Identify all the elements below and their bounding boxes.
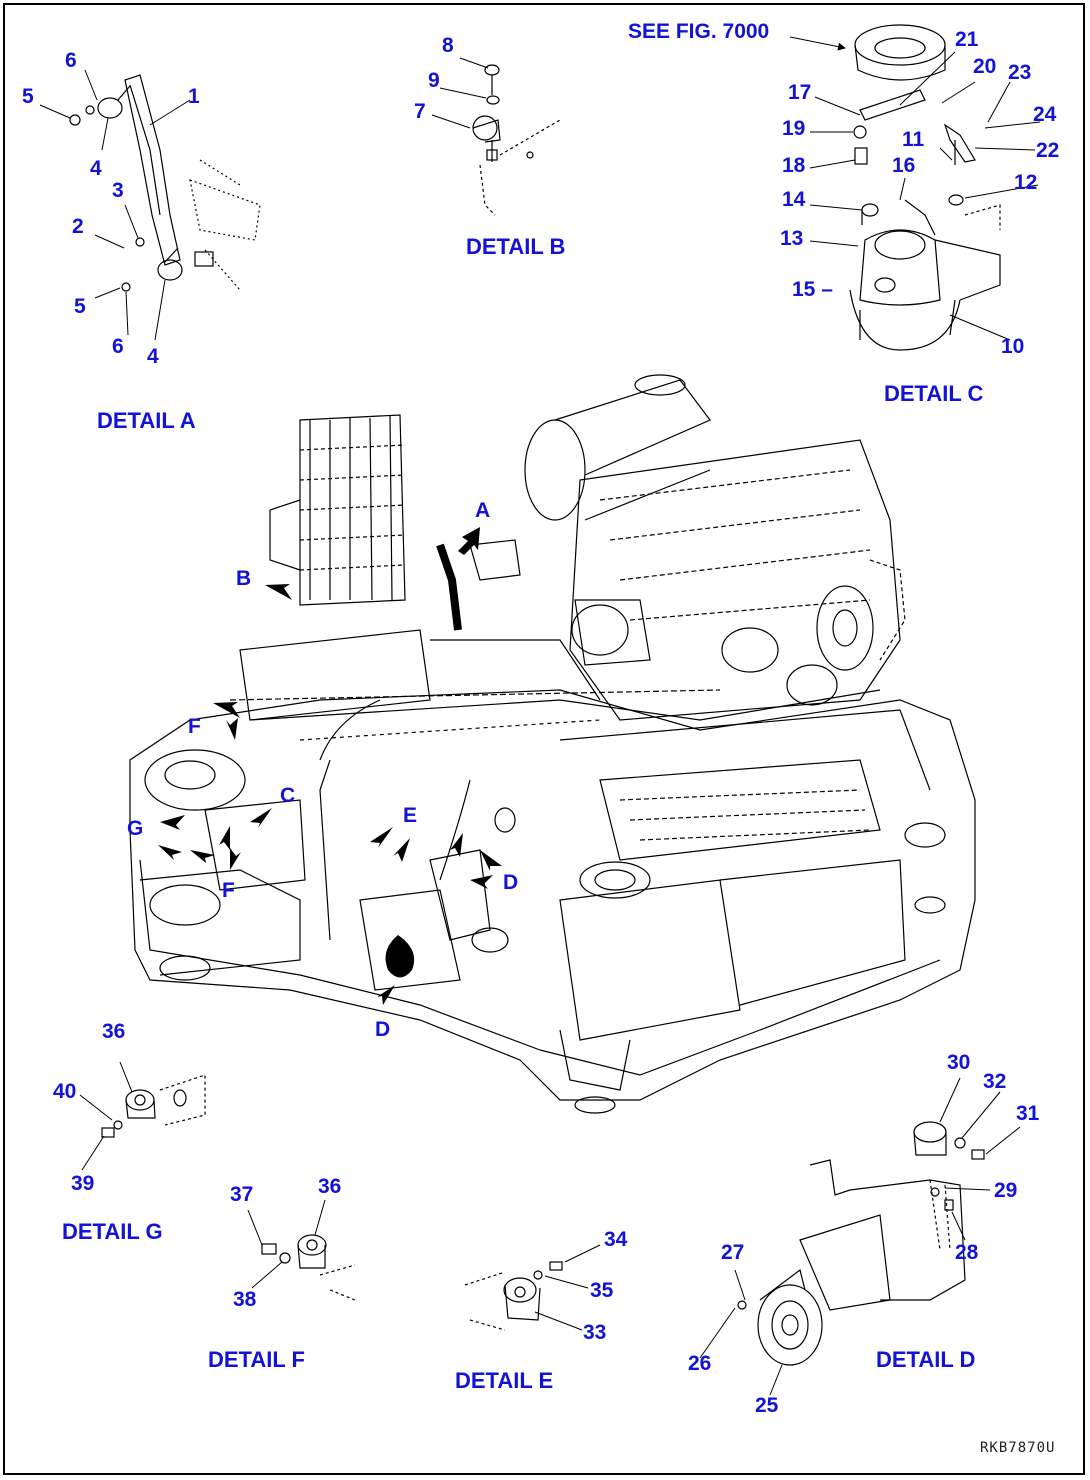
detail-e-drawing [464,1261,563,1331]
callout-b: B [236,567,252,590]
part-9: 9 [428,69,440,92]
part-20: 20 [973,55,997,78]
detail-f-title: DETAIL F [208,1347,305,1372]
part-4-bottom: 4 [147,345,159,368]
part-7: 7 [414,100,426,123]
drawing-frame [3,3,1085,1475]
part-14: 14 [782,188,806,211]
detail-e-title: DETAIL E [455,1368,554,1393]
part-30: 30 [947,1051,971,1074]
part-3: 3 [112,179,124,202]
part-13: 13 [780,227,804,250]
part-12: 12 [1014,171,1038,194]
part-16: 16 [892,154,916,177]
part-19: 19 [782,117,806,140]
part-6-bottom: 6 [112,335,124,358]
part-22: 22 [1036,139,1060,162]
part-6-top: 6 [65,49,77,72]
detail-g-title: DETAIL G [62,1219,163,1244]
part-5-top: 5 [22,85,34,108]
part-11: 11 [902,128,925,151]
part-24: 24 [1033,103,1057,126]
detail-f-drawing [261,1234,356,1301]
part-37: 37 [230,1183,254,1206]
part-36-f: 36 [318,1175,342,1198]
callout-arrows [158,527,502,1005]
drawing-code: RKB7870U [980,1440,1056,1456]
callout-f-upper: F [188,715,201,738]
detail-d-drawing [737,1121,985,1366]
part-33: 33 [583,1321,607,1344]
part-38: 38 [233,1288,257,1311]
leader-lines [39,36,1041,1396]
part-5-bottom: 5 [74,295,86,318]
part-26: 26 [688,1352,712,1375]
part-23: 23 [1008,61,1032,84]
see-fig-reference: SEE FIG. 7000 [628,20,770,43]
part-35: 35 [590,1279,614,1302]
part-21: 21 [955,28,979,51]
part-36-g: 36 [102,1020,126,1043]
part-15: 15 – [792,278,833,301]
part-39: 39 [71,1172,95,1195]
part-17: 17 [788,81,812,104]
detail-c-drawing [849,24,1001,351]
part-34: 34 [604,1228,628,1251]
detail-b-drawing [472,64,561,216]
callout-f-lower: F [222,879,235,902]
detail-b-title: DETAIL B [466,234,566,259]
callout-d-bottom: D [375,1018,391,1041]
part-31: 31 [1016,1102,1040,1125]
part-29: 29 [994,1179,1018,1202]
detail-c-title: DETAIL C [884,381,984,406]
part-40: 40 [53,1080,77,1103]
part-8: 8 [442,34,454,57]
detail-g-drawing [101,1074,206,1138]
machine-main-drawing [129,374,976,1114]
detail-d-title: DETAIL D [876,1347,976,1372]
part-4-top: 4 [90,157,102,180]
part-1: 1 [188,85,200,108]
part-10: 10 [1001,335,1025,358]
callout-g: G [127,817,144,840]
callout-e: E [403,804,418,827]
part-28: 28 [955,1241,979,1264]
part-27: 27 [721,1241,745,1264]
detail-a-title: DETAIL A [97,408,196,433]
callout-c: C [280,784,296,807]
detail-a-drawing [69,74,261,292]
part-2: 2 [72,215,84,238]
callout-a: A [475,499,491,522]
callout-d-right: D [503,871,519,894]
part-18: 18 [782,154,806,177]
part-25: 25 [755,1394,779,1417]
part-32: 32 [983,1070,1007,1093]
